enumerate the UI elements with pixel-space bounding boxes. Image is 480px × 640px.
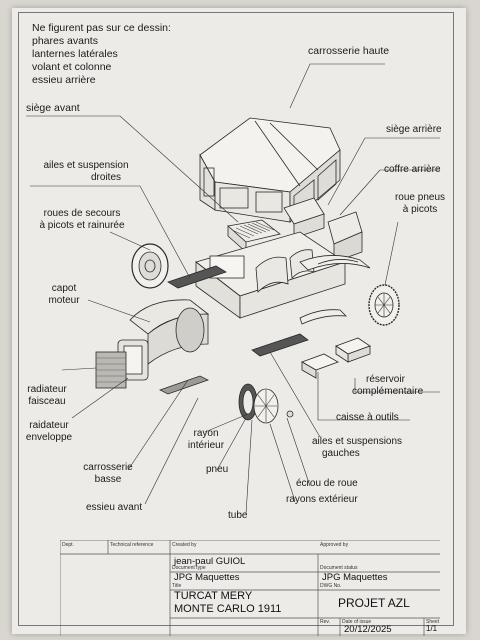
title-line-1: TURCAT MERY (174, 590, 253, 602)
label-tire: pneu (206, 464, 229, 475)
label-upper-body: carrosserie haute (308, 45, 390, 57)
approved-by-label: Approved by (320, 542, 349, 548)
title-line-2: MONTE CARLO 1911 (174, 603, 282, 615)
notes-heading: Ne figurent pas sur ce dessin: (32, 22, 171, 34)
tech-ref-label: Technical reference (110, 542, 154, 548)
hood-part (129, 299, 210, 365)
leader-lines (26, 63, 440, 515)
drawing-frame (18, 12, 454, 626)
label-tube: tube (228, 510, 248, 521)
spare-wheels-part (131, 243, 169, 289)
radiator-core-part (95, 351, 127, 389)
date-label: Date of issue (342, 619, 372, 625)
rev-label: Rev. (320, 619, 330, 625)
doc-type-value: JPG Maquettes (174, 572, 240, 583)
project-name: PROJET AZL (338, 596, 410, 610)
label-front-seat: siège avant (26, 102, 80, 114)
front-seat-part (227, 219, 281, 253)
rear-trunk-part (327, 211, 363, 263)
doc-status-label: Document status (320, 565, 358, 571)
label-outer-spokes: rayons extérieur (286, 494, 358, 505)
doc-type-label: Document type (172, 565, 206, 571)
created-by-label: Created by (172, 542, 197, 548)
notes-block: Ne figurent pas sur ce dessin: phares av… (32, 22, 171, 87)
dwg-label: DWG No. (320, 583, 342, 589)
title-label: Title (172, 583, 182, 589)
sheet-value: 1/1 (426, 624, 438, 633)
lower-body-part (195, 231, 346, 319)
title-block: Dept. Technical reference Created by jea… (60, 540, 440, 636)
label-rear-trunk: coffre arrière (384, 164, 441, 175)
right-fenders-part (167, 255, 371, 289)
dept-label: Dept. (62, 542, 74, 548)
tank-part (335, 337, 371, 363)
note-item: lanternes latérales (32, 48, 118, 60)
date-value: 20/12/2025 (344, 624, 392, 635)
label-front-axle: essieu avant (86, 502, 143, 513)
label-rear-seat: siège arrière (386, 124, 442, 135)
toolbox-part (301, 353, 339, 379)
exploded-wheel-parts (238, 383, 294, 424)
front-axle-part (158, 375, 210, 395)
wheel-nut-part (286, 410, 294, 418)
rear-wheel-part (368, 284, 400, 326)
left-fenders-part (251, 309, 348, 357)
label-toolbox: caisse à outils (336, 412, 399, 423)
note-item: essieu arrière (32, 74, 96, 86)
sheet-label: Sheet (426, 619, 440, 625)
created-by-value: jean-paul GUIOL (174, 556, 246, 567)
label-wheel-nut: écrou de roue (296, 478, 358, 489)
doc-status-value: JPG Maquettes (322, 572, 388, 583)
note-item: phares avants (32, 35, 98, 47)
note-item: volant et colonne (32, 61, 112, 73)
